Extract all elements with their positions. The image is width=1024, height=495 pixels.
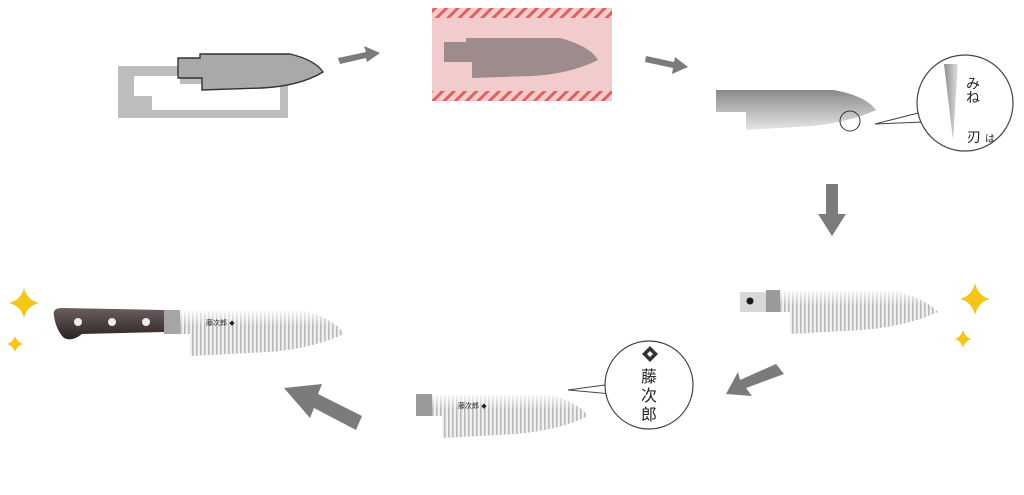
engraving-char-3: 郎 [641, 405, 657, 424]
step-6-finished-knife: 藤次郎 ◆ [53, 308, 344, 356]
arrow-3-to-4 [818, 184, 846, 236]
step-5-engraved-blade: 藤次郎 ◆ [416, 394, 588, 438]
engraving-callout: 藤 次 郎 [567, 340, 694, 430]
step-2-heat-treatment [432, 8, 612, 101]
spine-label: みね [964, 76, 980, 104]
heat-stripe-top [432, 8, 612, 18]
heat-stripe-bottom [432, 91, 612, 101]
rivet-1 [74, 318, 82, 326]
arrow-2-to-3 [645, 56, 688, 74]
sparkle-large-icon [960, 283, 990, 315]
engraving-callout-circle [604, 340, 694, 430]
engraving-char-1: 藤 [641, 367, 657, 386]
arrow-1-to-2 [338, 46, 380, 64]
blade-cross-section [944, 64, 958, 140]
rivet-2 [108, 318, 116, 326]
sparkle-left [7, 288, 39, 352]
bolster [416, 394, 432, 416]
step-4-hollow-ground-blade [740, 290, 938, 334]
tang-hole [746, 297, 754, 305]
blade-finished-shine [180, 310, 344, 356]
arrow-4-to-5 [726, 364, 784, 396]
blade-spine-shine [780, 290, 938, 334]
engraving-char-2: 次 [641, 386, 657, 405]
rivet-3 [142, 318, 150, 326]
blade-stamp: 藤次郎 ◆ [458, 401, 487, 410]
sparkle-small-icon [955, 330, 971, 348]
sparkle-small-icon [7, 336, 23, 352]
sparkle-right [955, 283, 990, 348]
arrow-5-to-6 [284, 384, 362, 430]
blade-engraved-shine [432, 394, 588, 438]
blank-shape [177, 53, 324, 91]
step-1-blank-sheet [118, 53, 324, 118]
edge-kanji-label: 刃 [967, 130, 981, 146]
heated-blade [444, 38, 598, 78]
edge-kana-label: は [985, 133, 995, 145]
diamond-crest-icon [642, 346, 658, 362]
callout-pointer [874, 111, 925, 125]
bolster [766, 290, 780, 312]
sparkle-large-icon [9, 288, 39, 318]
edge-profile-callout [916, 54, 1014, 152]
ground-blade [716, 90, 876, 130]
edge-magnifier-circle [839, 110, 861, 132]
step-3-grinding: みね 刃 は [716, 54, 1014, 152]
blade-stamp: 藤次郎 ◆ [206, 318, 235, 327]
bolster [164, 310, 180, 334]
